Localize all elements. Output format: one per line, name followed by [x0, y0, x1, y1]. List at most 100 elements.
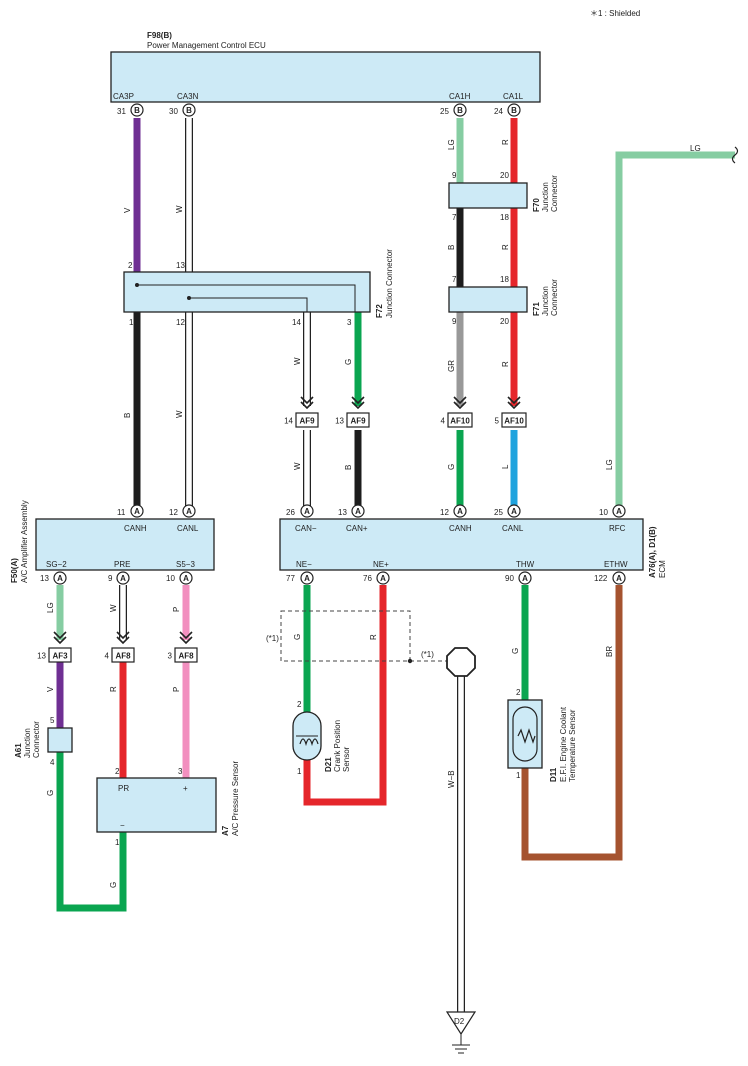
- af8b-label: AF8: [178, 652, 194, 661]
- ecm-terminal-thw: THW: [516, 560, 535, 569]
- terminal-ca3p: CA3P: [113, 92, 134, 101]
- f71-pin-9: 9: [452, 317, 457, 326]
- sensor-pin-3: 3: [178, 767, 183, 776]
- pin-marker-pmc-24-letter: B: [511, 106, 517, 115]
- label-r1: R: [501, 139, 510, 145]
- power-management-ecu: F98(B) Power Management Control ECU CA3P…: [110, 31, 541, 103]
- label-b-f72: B: [123, 413, 132, 418]
- a61-name1: Junction: [23, 728, 32, 758]
- junction-connector-f70: 9 20 7 18 F70 Junction Connector: [448, 171, 559, 222]
- label-w-f72: W: [175, 410, 184, 418]
- sensor-terminal-pr: PR: [118, 784, 129, 793]
- a61-pin-5: 5: [50, 716, 55, 725]
- ac-amp-terminal-canl: CANL: [177, 524, 199, 533]
- ecm: CAN− CAN+ CANH CANL RFC NE− NE+ THW ETHW…: [279, 518, 667, 578]
- ecm-terminal-can-plus: CAN+: [346, 524, 368, 533]
- a61-code: A61: [14, 743, 23, 758]
- ground-junction-octagon: [446, 647, 476, 677]
- f72-pin-14: 14: [292, 318, 301, 327]
- pmc-pin-25: 25: [440, 107, 449, 116]
- amp-pin-12: 12: [169, 508, 178, 517]
- label-g-thw: G: [511, 648, 520, 654]
- label-w14: W: [293, 357, 302, 365]
- pin-marker-pmc-30: B: [182, 103, 196, 117]
- f71-pin-7: 7: [452, 275, 457, 284]
- pin-marker-ecm-25: A: [507, 504, 521, 518]
- label-v-af3: V: [46, 686, 55, 692]
- ac-amp-name: A/C Amplifier Assembly: [20, 500, 29, 583]
- sensor-name: A/C Pressure Sensor: [231, 761, 240, 836]
- pin-marker-ecm-76: A: [376, 571, 390, 585]
- wire-r-ne: [303, 585, 387, 806]
- af10a-pin: 4: [441, 417, 446, 426]
- f72-name: Junction Connector: [385, 249, 394, 318]
- pin-marker-ecm-77-letter: A: [304, 574, 310, 583]
- label-v1: V: [123, 207, 132, 213]
- label-b-f70: B: [447, 245, 456, 250]
- label-r-f70: R: [501, 244, 510, 250]
- ecm-pin-26: 26: [286, 508, 295, 517]
- label-w-pre: W: [109, 604, 118, 612]
- af8a-label: AF8: [115, 652, 131, 661]
- amp-pin-11: 11: [117, 508, 126, 517]
- amp-pin-10: 10: [166, 574, 175, 583]
- pmc-pin-31: 31: [117, 107, 126, 116]
- f72-pin-1: 1: [129, 318, 134, 327]
- terminal-ca3n: CA3N: [177, 92, 199, 101]
- connector-af9a: AF9 14: [284, 396, 319, 428]
- junction-connector-f71: 7 18 9 20 F71 Junction Connector: [448, 275, 559, 326]
- ac-amp-code: F50(A): [10, 558, 19, 583]
- pin-marker-ecm-10-letter: A: [616, 507, 622, 516]
- pin-marker-amp-11: A: [130, 504, 144, 518]
- wires: [56, 118, 735, 1012]
- sensor-terminal-plus: +: [183, 784, 188, 793]
- pin-marker-ecm-122-letter: A: [616, 574, 622, 583]
- af9a-pin: 14: [284, 417, 293, 426]
- crank-name1: Crank Position: [333, 720, 342, 772]
- label-g-af10: G: [447, 464, 456, 470]
- f70-pin-18: 18: [500, 213, 509, 222]
- f70-pin-20: 20: [500, 171, 509, 180]
- coolant-pin-2: 2: [516, 688, 521, 697]
- pin-marker-ecm-12: A: [453, 504, 467, 518]
- pin-marker-amp-12: A: [182, 504, 196, 518]
- label-lg-rfc: LG: [605, 459, 614, 470]
- pin-marker-pmc-30-letter: B: [186, 106, 192, 115]
- f71-name1: Junction: [541, 286, 550, 316]
- crank-pin-1: 1: [297, 767, 302, 776]
- crank-pin-2: 2: [297, 700, 302, 709]
- ecm-code: A76(A), D1(B): [648, 526, 657, 578]
- label-p-af8: P: [172, 687, 181, 692]
- coolant-pin-1: 1: [516, 771, 521, 780]
- ecm-pin-77: 77: [286, 574, 295, 583]
- label-r-ne: R: [369, 634, 378, 640]
- pin-marker-amp-9-letter: A: [120, 574, 126, 583]
- af9a-label: AF9: [299, 417, 315, 426]
- ac-amp-terminal-s53: S5−3: [176, 560, 195, 569]
- ac-pressure-sensor: 2 3 1 PR + − A7 A/C Pressure Sensor: [96, 761, 240, 847]
- coolant-name2: Temperature Sensor: [568, 709, 577, 782]
- wire-br-ethw: [521, 585, 623, 861]
- label-g3: G: [344, 359, 353, 365]
- ecm-terminal-ne-minus: NE−: [296, 560, 312, 569]
- label-gr: GR: [447, 360, 456, 372]
- ecm-name: ECM: [658, 560, 667, 578]
- f71-name2: Connector: [550, 279, 559, 316]
- pin-marker-amp-11-letter: A: [134, 507, 140, 516]
- af3-label: AF3: [52, 652, 68, 661]
- af8b-pin: 3: [168, 652, 173, 661]
- pin-marker-ecm-26: A: [300, 504, 314, 518]
- label-lg-far: LG: [690, 144, 701, 153]
- f72-code: F72: [375, 304, 384, 318]
- ecm-pin-10: 10: [599, 508, 608, 517]
- pin-marker-amp-10: A: [179, 571, 193, 585]
- pin-marker-pmc-25-letter: B: [457, 106, 463, 115]
- pin-marker-ecm-90-letter: A: [522, 574, 528, 583]
- pin-marker-ecm-90: A: [518, 571, 532, 585]
- shield-label-left: (*1): [266, 634, 279, 643]
- junction-connector-f72: 2 13 1 12 14 3 F72 Junction Connector: [123, 249, 394, 327]
- pmc-pin-24: 24: [494, 107, 503, 116]
